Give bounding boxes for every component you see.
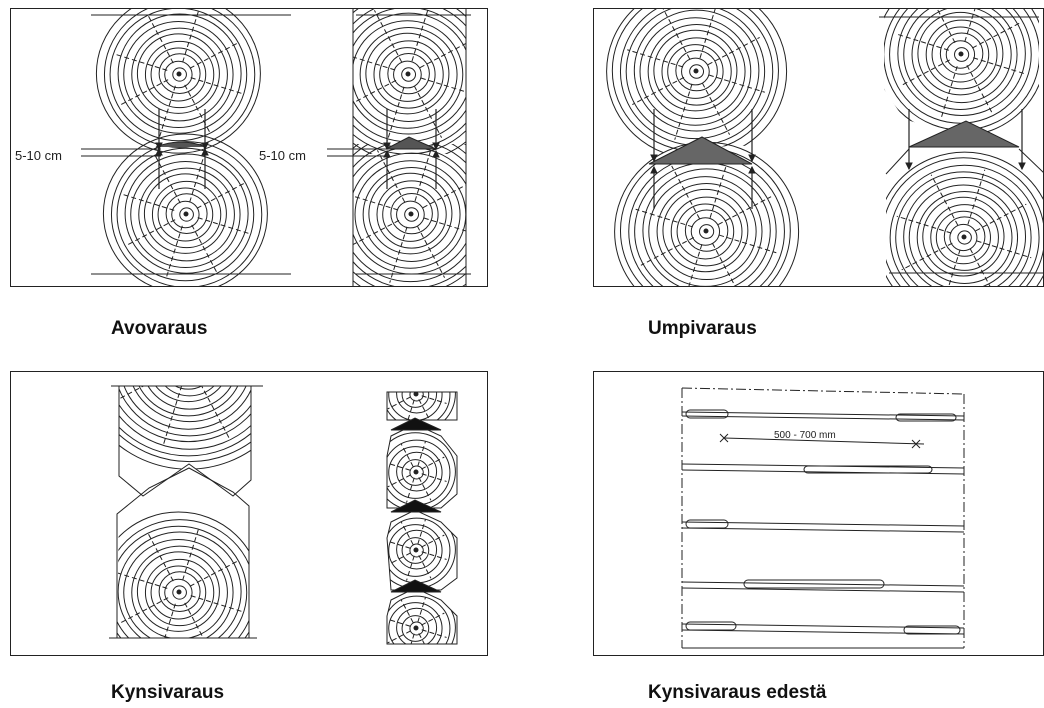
log-end-lower-round [103,134,267,287]
log-end-lower-squared [877,152,1044,287]
panel-kynsivaraus-edesta: 500 - 700 mm [593,371,1044,656]
log-end-upper-squared [319,9,488,162]
joint-line-3 [682,522,964,526]
caption-kynsivaraus-edesta: Kynsivaraus edestä [648,682,827,704]
kynsivaraus-edesta-drawing: 500 - 700 mm [594,372,1044,656]
joint-line-4 [682,588,964,592]
dimension-label-right: 5-10 cm [259,148,306,163]
panel-avovaraus: 5-10 cm 5-10 cm [10,8,488,287]
kynsivaraus-drawing [11,372,488,656]
top-centerline [682,388,964,394]
log-end-upper-squared [875,9,1044,136]
joint-line-3 [682,528,964,532]
log-end-lower-squared [322,127,488,287]
panel-umpivaraus [593,8,1044,287]
umpivaraus-drawing [594,9,1044,287]
log-end-upper-notched [78,372,298,469]
spacing-label: 500 - 700 mm [774,430,836,441]
log-end-upper-round [96,9,260,153]
dimension-label-left: 5-10 cm [15,148,62,163]
avovaraus-drawing: 5-10 cm 5-10 cm [11,9,488,287]
notch-slot [686,520,728,528]
log-end-lower-notched [96,512,260,656]
joint-line-5 [682,630,964,634]
notch-fill [391,580,441,592]
caption-umpivaraus: Umpivaraus [648,318,757,340]
caption-kynsivaraus: Kynsivaraus [111,682,224,704]
log-end-upper-round [607,9,787,159]
notch-slot [686,622,736,630]
panel-kynsivaraus [10,371,488,656]
caption-avovaraus: Avovaraus [111,318,207,340]
joint-line-4 [682,582,964,586]
